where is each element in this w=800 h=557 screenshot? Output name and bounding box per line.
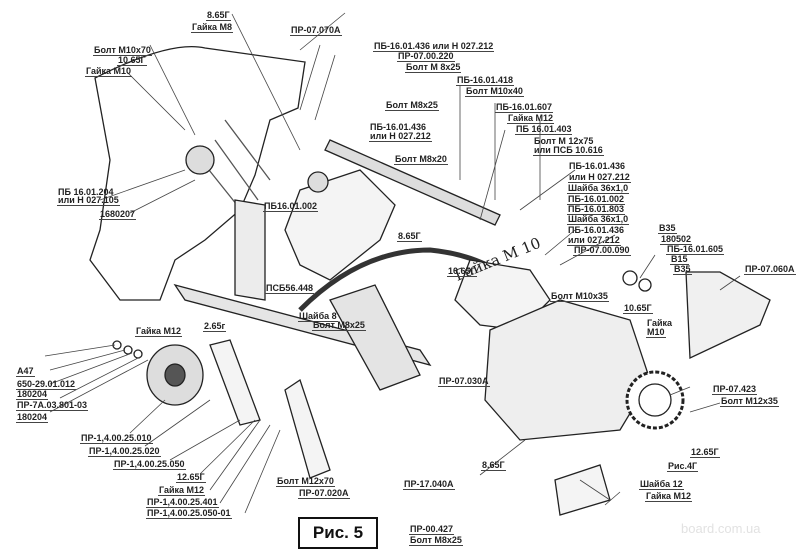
callout-label: 180502 [660, 234, 693, 245]
callout-label: или Н 027.105 [57, 195, 120, 206]
callout-label: ПР-7А.03.801-03 [16, 400, 89, 411]
callout-label: ПР-1,4.00.25.050 [113, 459, 186, 470]
callout-label: ПР-07.00.090 [573, 245, 631, 256]
callout-label: Болт М12х35 [720, 396, 779, 407]
callout-label: ПР-17.040А [403, 479, 455, 490]
callout-label: ПР-07.070А [290, 25, 342, 36]
callout-label: 12.65Г [690, 447, 720, 458]
callout-label: 12.65Г [176, 472, 206, 483]
callout-label: 8.65Г [481, 460, 506, 471]
callout-label: ПБ-16.01.436 [569, 161, 625, 171]
right-guard-part [685, 271, 771, 360]
callout-label: Шайба 36х1,0 [567, 183, 630, 194]
callout-label: Шайба 8 [298, 311, 338, 322]
callout-label: 180204 [16, 412, 49, 423]
callout-label: Гайка М8 [191, 22, 234, 33]
callout-label: 10.65Г [447, 266, 477, 277]
figure-caption: Рис. 5 [298, 517, 378, 549]
callout-label: 10.65Г [117, 55, 147, 66]
tension-arm [209, 339, 261, 426]
callout-label: ПБ-16.01.605 [666, 244, 724, 255]
callout-label: 650-29.01.012 [16, 379, 77, 390]
bearing [185, 145, 215, 175]
callout-label: А47 [16, 366, 35, 377]
callout-label: ПБ-16.01.803 [567, 204, 625, 215]
callout-label: Гайка М12 [158, 485, 206, 496]
callout-label: В15 [670, 254, 689, 265]
callout-label: ПБ-16.01.436 или Н 027.212 [373, 41, 495, 52]
callout-label: В35 [673, 264, 692, 275]
callout-label: М10 [646, 327, 666, 338]
callout-label: ПБ16.01.002 [263, 201, 318, 212]
callout-label: ПБ-16.01.002 [567, 194, 625, 205]
callout-label: ПСБ56.448 [265, 283, 314, 294]
callout-label: В35 [658, 223, 677, 234]
callout-label: ПБ 16.01.204 [58, 187, 114, 197]
gearbox-housing [484, 299, 651, 441]
callout-label: Гайка М12 [135, 326, 183, 337]
callout-label: ПР-07.060А [744, 264, 796, 275]
upper-shaft [324, 139, 501, 226]
callout-label: Гайка М12 [507, 113, 555, 124]
callout-label: ПР-1,4.00.25.401 [146, 497, 219, 508]
callout-label: ПР-1,4.00.25.010 [80, 433, 153, 444]
callout-label: Болт М8х25 [312, 320, 366, 331]
watermark: board.com.ua [681, 521, 761, 536]
callout-label: Болт М 12х75 [534, 136, 594, 146]
sprocket [625, 370, 685, 430]
callout-label: Шайба 12 [639, 479, 684, 490]
leader-lines [44, 12, 741, 514]
callout-label: или Н 027.212 [568, 172, 631, 183]
callout-label: Болт М 8х25 [405, 62, 462, 73]
callout-label: или ПСБ 10.616 [533, 145, 604, 156]
callout-label: ПР-07.00.220 [397, 51, 455, 62]
callout-label: ПБ 16.01.403 [515, 124, 573, 135]
callout-label: 8.65Г [206, 10, 231, 21]
knife-block [329, 284, 421, 391]
callout-label: или 027.212 [567, 235, 621, 246]
callout-label: Болт М10х70 [93, 45, 152, 56]
callout-label: Шайба 36х1,0 [567, 214, 630, 225]
callout-label: Болт М10х40 [465, 86, 524, 97]
callout-label: Гайка М10 [85, 66, 133, 77]
callout-label: Гайка М12 [645, 491, 693, 502]
frame-vertical [234, 199, 266, 301]
callout-label: 1680207 [99, 209, 137, 220]
left-guard-part [89, 45, 306, 301]
callout-label: ПР-07.423 [712, 384, 757, 395]
middle-plate [284, 169, 396, 281]
callout-label: 8.65Г [397, 231, 422, 242]
lower-arm [284, 378, 331, 479]
callout-label: ПБ-16.01.436 [370, 122, 426, 132]
callout-label: ПБ-16.01.418 [456, 75, 514, 86]
callout-label: ПБ-16.01.607 [495, 102, 553, 113]
callout-label: Болт М8х20 [394, 154, 448, 165]
callout-label: или Н 027.212 [369, 131, 432, 142]
callout-label: Болт М10х35 [550, 291, 609, 302]
callout-label: Болт М8х25 [385, 100, 439, 111]
callout-label: 10.65Г [623, 303, 653, 314]
callout-label: ПР-1,4.00.25.050-01 [146, 508, 232, 519]
callout-label: ПБ-16.01.436 [568, 225, 624, 235]
callout-label: ПР-00.427 [409, 524, 454, 535]
callout-label: Болт М8х25 [409, 535, 463, 546]
callout-label: 180204 [16, 389, 49, 400]
callout-label: Болт М12х70 [276, 476, 335, 487]
callout-label: ПР-07.020А [298, 488, 350, 499]
bottom-bracket [554, 464, 611, 516]
callout-label: ПР-1,4.00.25.020 [88, 446, 161, 457]
callout-label: ПР-07.030А [438, 376, 490, 387]
callout-label: 2.65г [203, 321, 227, 332]
callout-label: Гайка [647, 318, 673, 328]
callout-label: Рис.4Г [667, 461, 699, 472]
